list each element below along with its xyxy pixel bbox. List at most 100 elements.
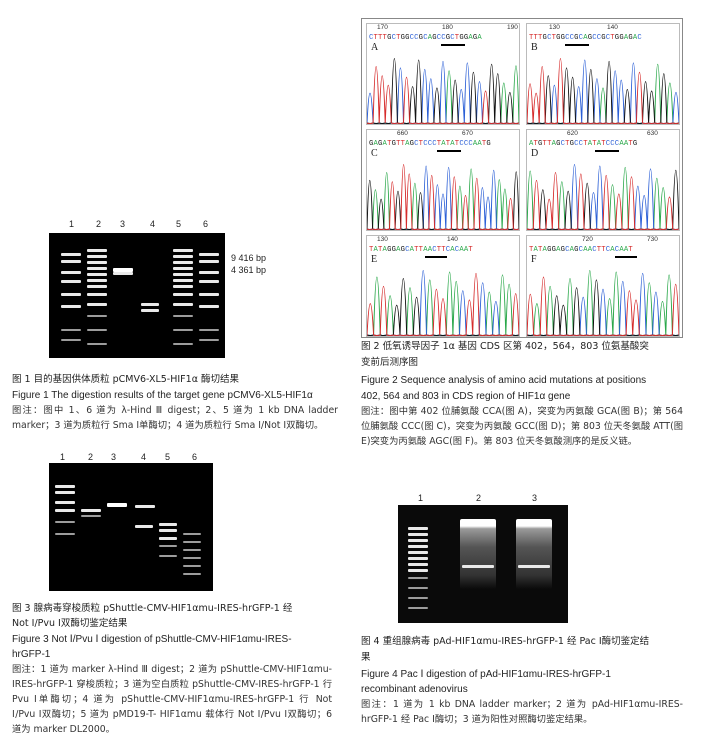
fig4-band-l1-11 [408,607,428,609]
fig1-band-l2-7 [87,293,107,296]
fig1-band-l2-9 [87,315,107,317]
fig2-panel-E-trace [367,270,519,336]
fig3-band-l2b [81,515,101,517]
fig1-band-l6-6 [199,329,219,331]
fig4-lane-number-3: 3 [532,493,538,503]
fig1-band-l6-7 [199,339,219,341]
fig1-band-l1-6 [61,329,81,331]
fig2-panel-F-position-0: 720 [582,236,593,243]
fig1-band-l2-6 [87,285,107,288]
fig2-panel-C-sequence: GAGATGTTAGCTCCCTATATCCCAATG [369,140,491,148]
fig3-band-l6-5 [183,573,201,575]
fig1-band-l6-0 [199,253,219,256]
fig4-band-l1-7 [408,569,428,572]
fig4-note: 图注：1 道为 1 kb DNA ladder marker；2 道为 pAd-… [361,699,683,725]
fig1-lane-number-4: 4 [150,219,156,229]
fig4-band-l1-0 [408,527,428,530]
fig3-band-l4b [135,525,153,528]
fig3-lane-number-4: 4 [141,452,147,462]
fig2-panel-F-sequence: TATAGGAGCAGCAACTTCACAAT [529,246,633,254]
fig3-lane-number-3: 3 [111,452,117,462]
fig1-band-l5-1 [173,255,193,258]
fig1-band-l2-8 [87,303,107,306]
fig3-band-l1-3 [55,509,75,512]
fig2-caption-en-2: 402, 564 and 803 in CDS region of HIF1α … [361,391,571,402]
fig1-band-l6-4 [199,293,219,296]
fig4-band-l1-6 [408,563,428,566]
fig2-panel-A-mutation-underline [441,44,465,46]
fig1-band-l1-3 [61,280,81,283]
fig3-band-l2a [81,509,101,512]
fig2-panel-E-position-1: 140 [447,236,458,243]
fig1-band-l2-2 [87,261,107,264]
fig3-caption-en-1: Figure 3 Not Ⅰ/Pvu Ⅰ digestion of pShutt… [12,634,292,645]
fig1-band-l1-1 [61,260,81,263]
fig2-panel-E-trace-A [367,271,519,336]
fig1-band-l5-10 [173,329,193,331]
fig4-band-l1-2 [408,539,428,542]
fig4-band-l1-9 [408,587,428,589]
fig3-band-l5-4 [159,555,177,557]
fig1-band-l5-11 [173,343,193,345]
fig3-lane-number-1: 1 [60,452,66,462]
fig1-band-l1-2 [61,271,81,274]
fig2-panel-F-trace-A [527,270,679,336]
fig1-band-l1-4 [61,293,81,296]
fig3-caption-zh-2: Not Ⅰ/Pvu Ⅰ双酶切鉴定结果 [12,618,128,629]
fig1-lane-number-6: 6 [203,219,209,229]
fig1-band-l5-3 [173,267,193,270]
fig1-band-l2-5 [87,279,107,282]
fig1-band-l5-5 [173,279,193,282]
fig3-note: 图注：1 道为 marker λ-Hind Ⅲ digest；2 道为 pShu… [12,664,332,735]
fig3-caption-zh-1: 图 3 腺病毒穿梭质粒 pShuttle-CMV-HIF1αmu-IRES-hr… [12,603,293,614]
fig2-panel-D-trace [527,164,679,230]
fig2-panel-D-label: D [531,148,539,159]
fig1-band-l2-0 [87,249,107,252]
fig3-band-l1-4 [55,521,75,523]
fig4-gel-image [398,505,568,623]
fig4-band-l1-10 [408,597,428,599]
fig1-band-l1-7 [61,339,81,341]
fig2-panel-C-position-1: 670 [462,130,473,137]
fig4-smear-l2 [460,519,496,589]
fig1-gel-image [49,233,225,358]
fig3-band-l5-2 [159,537,177,540]
fig1-band-l5-9 [173,315,193,317]
fig2-panel-C-trace-T [367,164,519,230]
fig1-lane-number-2: 2 [96,219,102,229]
fig1-marker-9416: 9 416 bp [231,253,267,263]
fig1-band-l2-4 [87,273,107,276]
fig3-band-l6-0 [183,533,201,535]
fig1-band-l3 [113,268,133,272]
fig2-panel-F-label: F [531,254,537,265]
fig2-panel-C-position-0: 660 [397,130,408,137]
fig2-panel-C-label: C [371,148,378,159]
fig2-panel-B-trace-G [527,61,679,124]
fig2-caption-zh-1: 图 2 低氧诱导因子 1α 基因 CDS 区第 402，564，803 位氨基酸… [361,341,649,352]
fig3-band-l6-1 [183,541,201,543]
fig4-band-l1-1 [408,533,428,536]
fig1-band-l1-5 [61,305,81,308]
fig1-band-l5-6 [173,285,193,288]
fig2-panel-B-trace-T [527,58,679,124]
fig1-band-l5-8 [173,303,193,306]
fig2-panel-C-trace [367,164,519,230]
fig2-panel-F-mutation-underline [615,256,637,258]
fig2-panel-A-position-1: 180 [442,24,453,31]
fig1-band-l2-11 [87,343,107,345]
fig2-panel-D-sequence: ATGTTAGCTGCCTATATCCCAATG [529,140,638,148]
fig1-marker-4361: 4 361 bp [231,265,267,275]
fig1-caption-zh: 图 1 目的基因供体质粒 pCMV6-XL5-HIF1α 酶切结果 [12,374,239,385]
fig2-panel-E-trace-T [367,273,519,336]
fig4-band-l1-8 [408,577,428,579]
fig1-lane-number-5: 5 [176,219,182,229]
fig4-caption-zh-2: 果 [361,652,371,663]
fig1-band-l5-2 [173,261,193,264]
fig4-band-l1-4 [408,551,428,554]
fig2-panel-A-label: A [371,42,379,53]
fig2-panel-C-mutation-underline [437,150,461,152]
